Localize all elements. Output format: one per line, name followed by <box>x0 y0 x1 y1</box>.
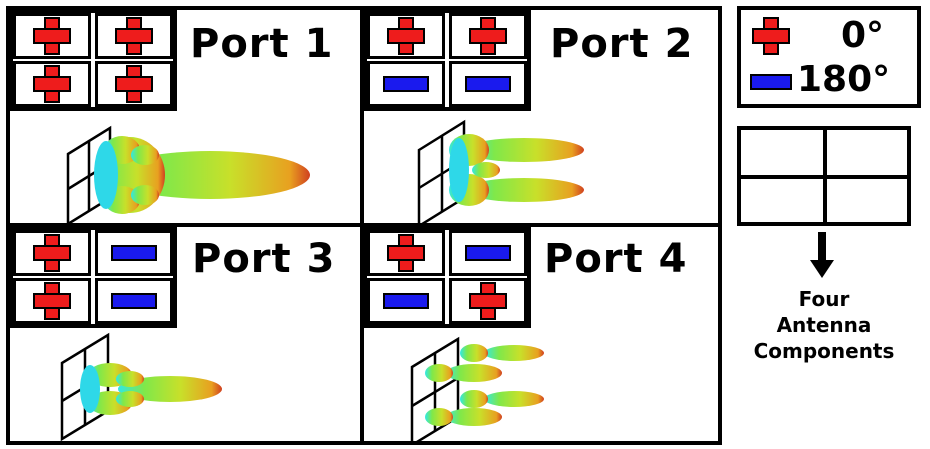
port-2-cell-3 <box>367 61 445 107</box>
port-4-title: Port 4 <box>544 236 688 282</box>
components-label-line-1: Four <box>798 287 850 311</box>
port-1-cell-3 <box>13 61 91 107</box>
legend-plus-icon <box>752 17 790 55</box>
antenna-components-grid <box>737 126 911 226</box>
port-2-radiation-pattern <box>417 119 584 223</box>
port-4-cell-3 <box>367 278 445 324</box>
port-4-sign-4-plus-icon <box>469 282 507 320</box>
port-4-radiation-pattern <box>410 336 544 441</box>
port-1-sign-3-plus-icon <box>33 65 71 103</box>
port-4-cell-2 <box>449 230 527 276</box>
port-1-sign-4-plus-icon <box>115 65 153 103</box>
port-1-sign-1-plus-icon <box>33 17 71 55</box>
port-4-sign-3-minus-icon <box>383 293 429 309</box>
port-3-cell-3 <box>13 278 91 324</box>
port-2-cell-2 <box>449 13 527 59</box>
legend-minus-label: 180° <box>797 59 891 100</box>
port-1-title: Port 1 <box>190 21 334 67</box>
beam-lobe-icon <box>80 363 222 415</box>
port-3-title: Port 3 <box>192 236 336 282</box>
port-2-sign-2-plus-icon <box>469 17 507 55</box>
port-3-cell-4 <box>95 278 173 324</box>
port-3-cell-2 <box>95 230 173 276</box>
components-label: Four Antenna Components <box>727 286 921 364</box>
port-4-panel: Port 4 <box>360 223 722 445</box>
port-4-sign-1-plus-icon <box>387 234 425 272</box>
down-arrow-icon <box>810 232 834 278</box>
port-3-cell-1 <box>13 230 91 276</box>
antenna-frame-icon <box>410 336 460 441</box>
port-1-cell-2 <box>95 13 173 59</box>
port-2-title: Port 2 <box>550 21 694 67</box>
beam-lobe-icon <box>449 134 584 206</box>
phase-legend: 0° 180° <box>737 6 921 108</box>
port-4-sign-2-minus-icon <box>465 245 511 261</box>
port-1-radiation-pattern <box>66 125 310 223</box>
port-1-sign-grid <box>9 9 177 111</box>
beam-lobe-icon <box>94 136 310 214</box>
port-2-sign-grid <box>363 9 531 111</box>
port-1-cell-1 <box>13 13 91 59</box>
port-4-cell-4 <box>449 278 527 324</box>
port-3-radiation-pattern <box>60 332 222 441</box>
port-2-sign-3-minus-icon <box>383 76 429 92</box>
port-3-panel: Port 3 <box>6 223 364 445</box>
port-3-sign-3-plus-icon <box>33 282 71 320</box>
legend-minus-icon <box>750 74 792 90</box>
port-3-sign-2-minus-icon <box>111 245 157 261</box>
port-3-sign-4-minus-icon <box>111 293 157 309</box>
legend-plus-label: 0° <box>841 15 885 56</box>
port-3-sign-1-plus-icon <box>33 234 71 272</box>
grid-divider-horizontal <box>741 175 907 179</box>
port-3-sign-grid <box>9 226 177 328</box>
port-4-sign-grid <box>363 226 531 328</box>
beam-lobe-icon <box>425 344 544 426</box>
port-2-cell-1 <box>367 13 445 59</box>
port-2-cell-4 <box>449 61 527 107</box>
port-1-panel: Port 1 <box>6 6 364 227</box>
port-4-cell-1 <box>367 230 445 276</box>
port-2-panel: Port 2 <box>360 6 722 227</box>
components-label-line-2: Antenna <box>776 313 872 337</box>
port-2-sign-1-plus-icon <box>387 17 425 55</box>
port-1-cell-4 <box>95 61 173 107</box>
components-label-line-3: Components <box>753 339 895 363</box>
port-2-sign-4-minus-icon <box>465 76 511 92</box>
port-1-sign-2-plus-icon <box>115 17 153 55</box>
